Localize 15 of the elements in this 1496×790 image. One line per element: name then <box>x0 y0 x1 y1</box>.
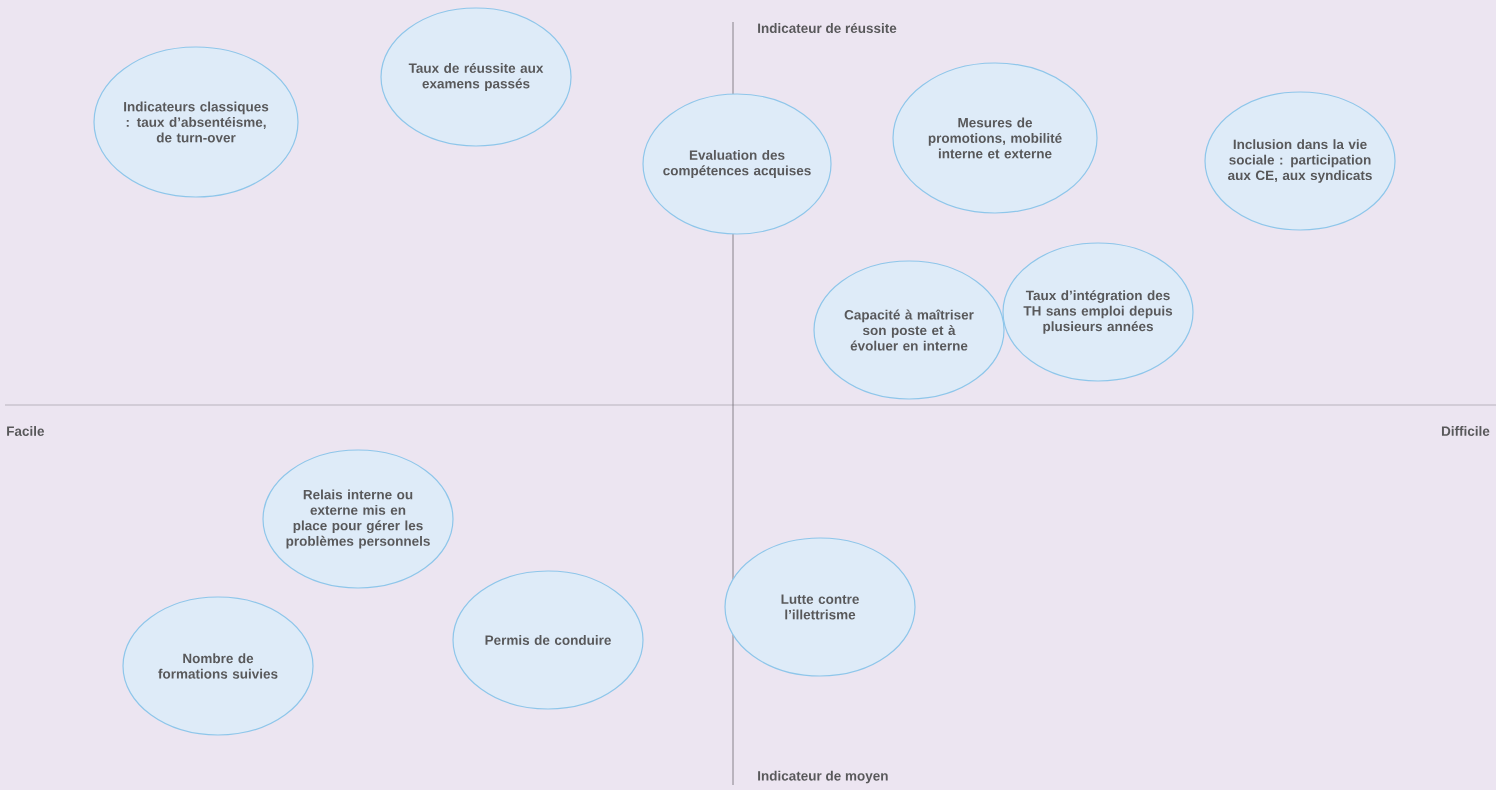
axis-label: Indicateur de moyen <box>758 770 888 784</box>
ellipse-node: Evaluation des compétences acquises <box>642 93 832 235</box>
axis-label: Facile <box>7 426 44 436</box>
ellipse-node: Relais interne ou externe mis en place pour gérer les problèmes personnels <box>262 449 454 589</box>
axis-label: Difficile <box>1441 426 1490 436</box>
ellipse-node: Taux d’intégration des TH sans emploi depuis plusieurs années <box>1002 242 1194 382</box>
ellipse-node: Lutte contre l’illettrisme <box>724 537 916 677</box>
ellipse-node: Permis de conduire <box>452 570 644 710</box>
ellipse-node: Inclusion dans la vie sociale : participation aux CE, aux syndicats <box>1204 91 1396 231</box>
ellipse-node: Indicateurs classiques : taux d’absentéisme, de turn-over <box>93 46 299 198</box>
ellipse-node: Mesures de promotions, mobilité interne et externe <box>892 62 1098 214</box>
ellipse-node: Capacité à maîtriser son poste et à évoluer en interne <box>813 260 1005 400</box>
ellipse-node: Taux de réussite aux examens passés <box>380 7 572 147</box>
ellipse-node: Nombre de formations suivies <box>122 596 314 736</box>
axis-label: Indicateur de réussite <box>758 23 897 33</box>
